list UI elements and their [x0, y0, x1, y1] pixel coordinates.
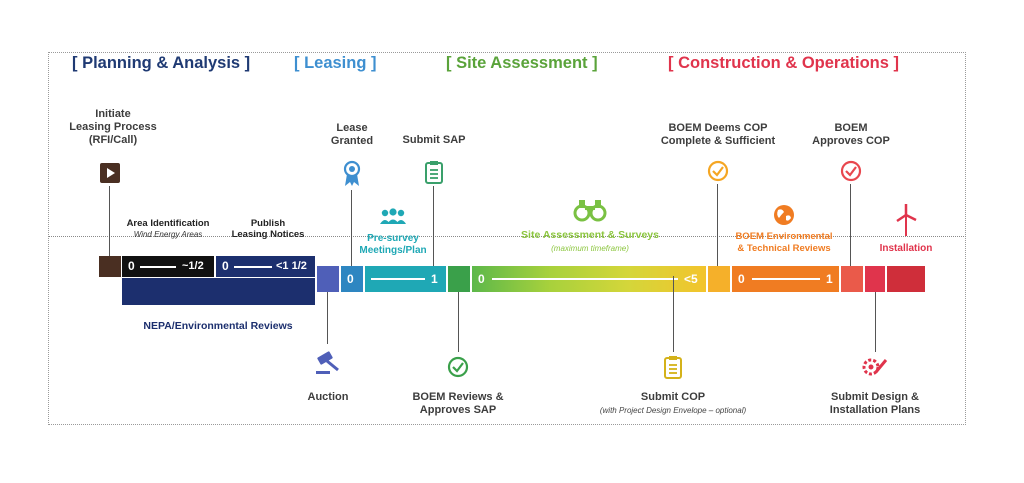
bar-presurvey: 1 — [365, 266, 446, 292]
milestone-submit-sap: Submit SAP — [402, 134, 466, 146]
connector-deems — [717, 184, 718, 266]
bar-number: 0 — [347, 272, 354, 286]
connector-sap — [433, 186, 434, 266]
nepa-label: NEPA/Environmental Reviews — [143, 320, 293, 332]
phase-site-assessment: [ Site Assessment ] — [446, 54, 598, 72]
bar-area-identification: 0 ~1/2 — [122, 256, 214, 277]
bar-number: 0 — [222, 259, 229, 273]
bar-number: 1 — [431, 272, 438, 286]
bar-publish: 0 <1 1/2 — [216, 256, 315, 277]
connector-design — [875, 292, 876, 352]
bar-number: 0 — [478, 272, 485, 286]
publish-sublabel: Leasing Notices — [231, 229, 305, 240]
bar-nepa — [122, 278, 315, 305]
bar-line — [234, 266, 272, 268]
bar-number: <5 — [684, 272, 698, 286]
bar-number: <1 1/2 — [276, 260, 307, 272]
bar-site-surveys: 0 <5 — [472, 266, 706, 292]
bar-deems — [708, 266, 730, 292]
bar-boem-review: 0 1 — [732, 266, 839, 292]
submit-cop-note: (with Project Design Envelope – optional… — [599, 406, 747, 415]
bar-auction — [317, 266, 339, 292]
people-group-icon — [380, 208, 406, 224]
phase-planning: [ Planning & Analysis ] — [72, 54, 251, 72]
award-ribbon-icon — [343, 160, 361, 186]
clipboard-icon — [664, 356, 682, 379]
area-id-label: Area Identification — [126, 218, 210, 229]
milestone-auction: Auction — [307, 391, 349, 403]
milestone-submit-design: Submit Design &Installation Plans — [829, 391, 921, 416]
connector-initiate — [109, 186, 110, 256]
clipboard-icon — [425, 161, 443, 184]
diagram-frame — [48, 52, 966, 425]
wind-turbine-icon — [896, 204, 917, 236]
bar-line — [492, 278, 678, 280]
bar-number: 0 — [128, 259, 135, 273]
bar-number: 1 — [826, 272, 833, 286]
bar-lease-start: 0 — [341, 266, 363, 292]
bar-number: ~1/2 — [182, 260, 204, 272]
publish-label: Publish — [250, 218, 286, 229]
connector-approves — [850, 184, 851, 266]
globe-icon — [774, 205, 794, 225]
check-circle-icon — [707, 160, 729, 182]
boem-env-label: BOEM Environmental& Technical Reviews — [735, 231, 833, 254]
bar-line — [752, 278, 820, 280]
installation-label: Installation — [879, 243, 933, 254]
bar-line — [140, 266, 176, 268]
connector-submit-cop — [673, 276, 674, 352]
check-circle-icon — [840, 160, 862, 182]
gavel-icon — [316, 351, 339, 374]
check-circle-icon — [447, 356, 469, 378]
binoculars-icon — [573, 200, 607, 222]
bar-number: 0 — [738, 272, 745, 286]
bar-installation — [887, 266, 925, 292]
phase-construction: [ Construction & Operations ] — [668, 54, 899, 72]
area-id-sublabel: Wind Energy Areas — [133, 230, 203, 239]
connector-lease — [351, 190, 352, 266]
gear-wrench-icon — [862, 358, 888, 376]
bar-design — [865, 266, 885, 292]
bar-sap-review — [448, 266, 470, 292]
site-surveys-label: Site Assessment & Surveys — [521, 229, 659, 241]
connector-auction — [327, 292, 328, 344]
bar-line — [371, 278, 425, 280]
phase-leasing: [ Leasing ] — [294, 54, 377, 72]
milestone-submit-cop: Submit COP — [640, 391, 706, 403]
bar-initiate — [99, 256, 121, 277]
connector-sap-review — [458, 292, 459, 352]
site-surveys-sublabel: (maximum timeframe) — [551, 244, 629, 253]
milestone-boem-reviews-sap: BOEM Reviews &Approves SAP — [412, 391, 504, 416]
timeline-divider — [48, 236, 966, 237]
bar-approves — [841, 266, 863, 292]
play-icon — [100, 163, 120, 183]
